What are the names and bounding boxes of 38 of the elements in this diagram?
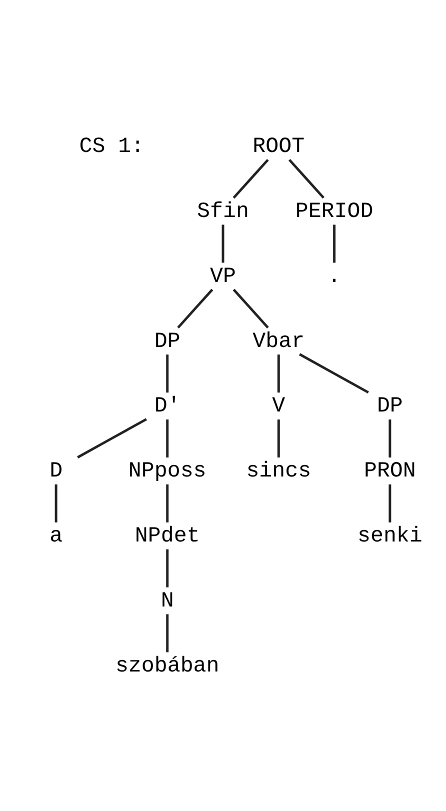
- connector: [232, 158, 269, 198]
- connector: [166, 354, 169, 392]
- connector: [77, 418, 148, 458]
- connector: [333, 224, 336, 262]
- node-text: DP: [376, 394, 403, 418]
- connector: [232, 288, 269, 328]
- node-text: szobában: [115, 654, 220, 678]
- node-text: D: [50, 459, 63, 484]
- node-text: Vbar: [252, 329, 305, 354]
- node-text: D': [154, 394, 180, 418]
- node-text: DP: [154, 329, 180, 354]
- connector: [298, 352, 369, 394]
- connector: [166, 418, 169, 457]
- connector: [166, 484, 169, 522]
- node-text: VP: [210, 264, 236, 288]
- connector: [166, 614, 169, 652]
- connector: [277, 354, 280, 392]
- connector: [222, 224, 224, 262]
- node-text: PRON: [364, 459, 416, 484]
- connector: [277, 418, 280, 457]
- connector: [177, 288, 214, 328]
- node-text: N: [160, 588, 174, 613]
- label: CS 1:: [79, 134, 144, 159]
- node-text: a: [50, 524, 63, 548]
- node-text: .: [328, 264, 341, 288]
- node-text: senki: [357, 524, 422, 548]
- connector: [54, 484, 58, 522]
- node-text: ROOT: [252, 134, 305, 159]
- node-text: NPposs: [128, 459, 206, 484]
- connector: [388, 418, 392, 457]
- connector: [388, 484, 392, 522]
- node-text: PERIOD: [295, 199, 374, 224]
- node-text: Sfin: [197, 199, 249, 224]
- node-text: sincs: [246, 459, 312, 484]
- connector: [166, 548, 169, 587]
- connector: [288, 158, 325, 198]
- node-text: V: [272, 394, 286, 418]
- node-text: NPdet: [134, 524, 200, 548]
